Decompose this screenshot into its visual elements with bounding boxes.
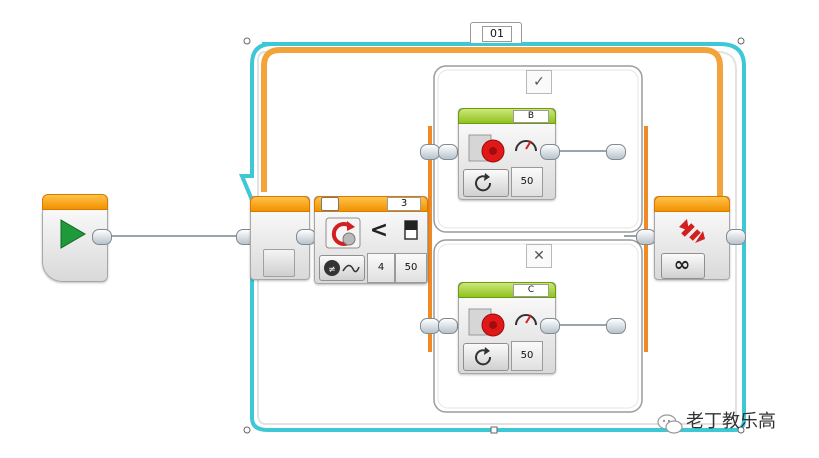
power-gauge-icon (515, 140, 537, 152)
loop-repeat-icon (679, 219, 705, 243)
loop-mode-button[interactable] (661, 253, 705, 279)
motor-b-power[interactable]: 50 (511, 167, 543, 197)
motor-b-mode-button[interactable] (463, 169, 509, 197)
compare-operator[interactable]: < (369, 218, 389, 243)
loop-start-output-plug[interactable] (296, 229, 316, 245)
start-output-plug[interactable] (92, 229, 112, 245)
wechat-icon (657, 414, 683, 434)
switch-false-input-plug[interactable] (420, 318, 440, 334)
watermark-text: 老丁教乐高 (686, 411, 776, 432)
switch-port[interactable]: 3 (387, 197, 421, 211)
switch-true-input-plug[interactable] (420, 144, 440, 160)
loop-start-block[interactable] (250, 196, 310, 280)
threshold-icon[interactable] (403, 219, 419, 241)
motor-c-block[interactable]: C 50 (458, 282, 556, 374)
svg-text:≠: ≠ (328, 265, 336, 275)
compare-type-value[interactable]: 4 (367, 253, 395, 283)
case-false-exit-plug[interactable] (606, 318, 626, 334)
loop-end-mode: ∞ (673, 252, 691, 276)
case-true-tab[interactable]: ✓ (526, 70, 552, 94)
on-mode-icon (475, 347, 492, 366)
motor-b-port[interactable]: B (513, 110, 549, 123)
loop-start-slot (263, 249, 295, 277)
case-true-exit-plug[interactable] (606, 144, 626, 160)
threshold-value[interactable]: 50 (395, 253, 427, 283)
loop-end-block[interactable]: ∞ (654, 196, 730, 280)
motor-c-input-plug[interactable] (438, 318, 458, 334)
loop-output-plug[interactable] (726, 229, 746, 245)
loop-name[interactable]: 01 (482, 26, 512, 42)
power-gauge-icon (515, 314, 537, 326)
loop-return-wire (261, 47, 723, 198)
large-motor-icon (468, 134, 505, 163)
switch-output-plug[interactable] (636, 229, 656, 245)
compare-mode-icon: ≠ (324, 260, 360, 276)
loop-frame[interactable] (239, 42, 746, 432)
switch-mode-icon[interactable] (321, 197, 339, 211)
motor-b-output-plug[interactable] (540, 144, 560, 160)
motor-rotation-sensor-icon[interactable] (325, 217, 361, 249)
motor-c-power[interactable]: 50 (511, 341, 543, 371)
motor-c-mode-button[interactable] (463, 343, 509, 371)
motor-c-output-plug[interactable] (540, 318, 560, 334)
on-mode-icon (475, 173, 492, 192)
motor-c-port[interactable]: C (513, 284, 549, 297)
play-icon[interactable] (59, 219, 87, 249)
case-false-tab[interactable]: ✕ (526, 244, 552, 268)
switch-block[interactable]: 3 < ≠ 4 50 (314, 196, 428, 284)
large-motor-icon (468, 308, 505, 337)
motor-b-input-plug[interactable] (438, 144, 458, 160)
